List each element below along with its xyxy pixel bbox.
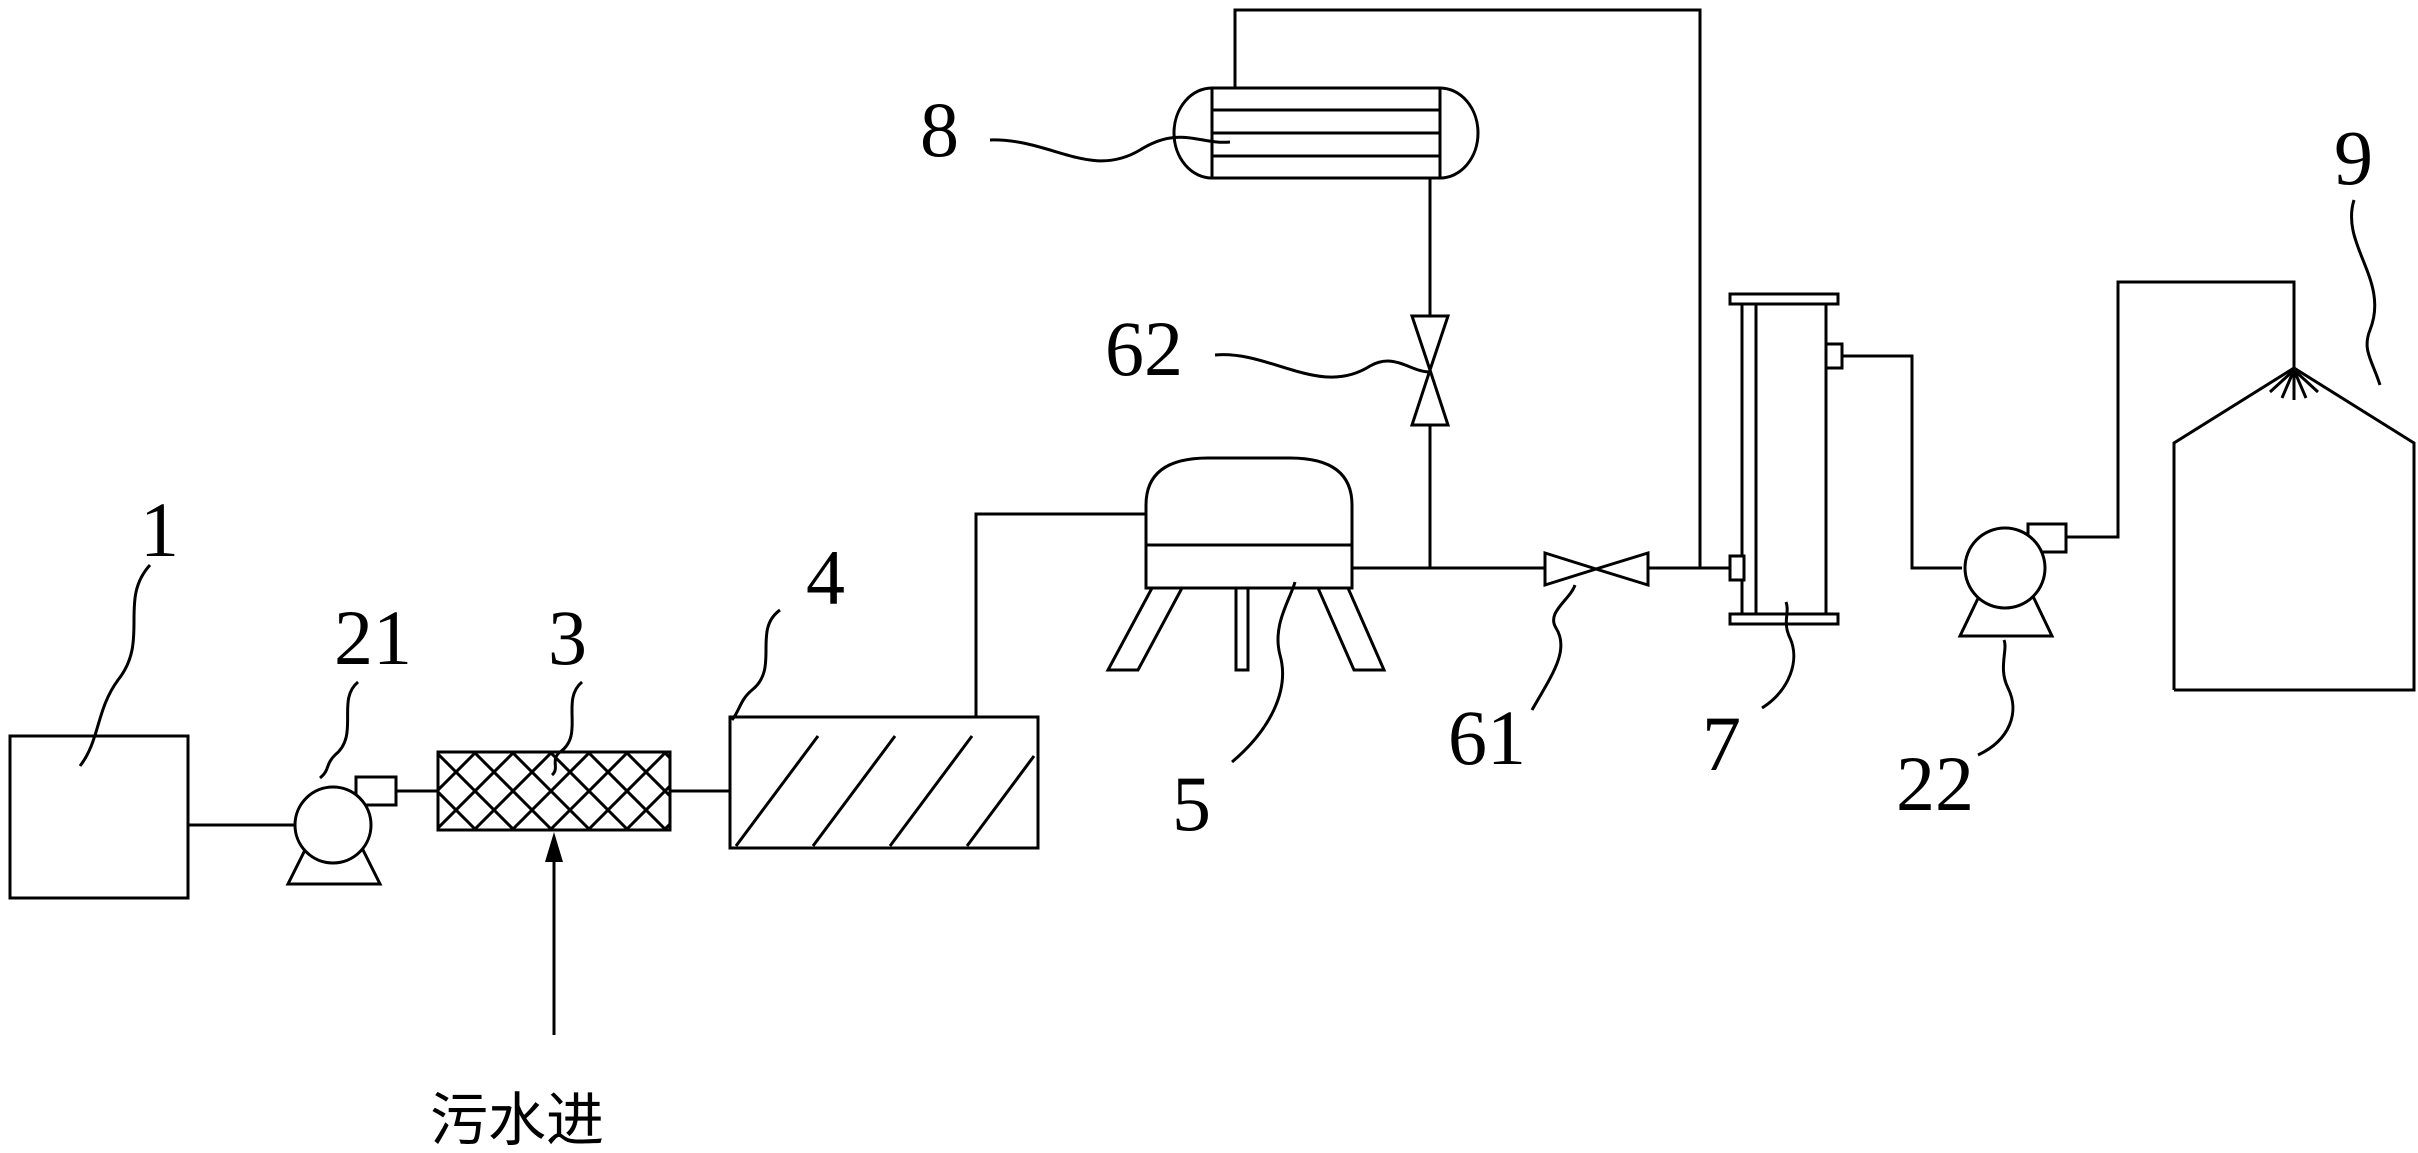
- mixer-hatch-line: [510, 752, 592, 830]
- mixer-hatch-line: [548, 752, 630, 830]
- mixer-hatch-line: [586, 752, 668, 830]
- sewage-inlet-caption: 污水进: [430, 1086, 604, 1153]
- spray-tower-9: [2172, 366, 2416, 692]
- tank-4: [728, 715, 1040, 850]
- mixer-hatch-line: [438, 789, 478, 830]
- pipes: [188, 8, 2296, 827]
- condenser-8: [1172, 86, 1480, 180]
- mixer-3: [436, 750, 672, 832]
- label-3: 3: [548, 594, 587, 681]
- valve-62: [1409, 314, 1451, 427]
- label-61: 61: [1448, 694, 1526, 781]
- leader-lines: [78, 135, 2382, 780]
- label-21: 21: [334, 594, 412, 681]
- label-5: 5: [1172, 760, 1211, 847]
- storage-tank-1: [8, 734, 190, 900]
- label-62: 62: [1105, 305, 1183, 392]
- valve-61: [1543, 550, 1650, 588]
- column-7: [1728, 292, 1844, 626]
- mixer-hatch-line: [624, 752, 670, 799]
- separator-5: [1105, 456, 1387, 672]
- mixer-hatch-line: [438, 752, 478, 793]
- label-22: 22: [1896, 740, 1974, 827]
- label-4: 4: [806, 534, 845, 621]
- label-7: 7: [1702, 700, 1741, 787]
- mixer-hatch-line: [438, 752, 516, 830]
- label-9: 9: [2334, 114, 2373, 201]
- label-1: 1: [140, 486, 179, 573]
- pump-22: [1957, 522, 2068, 638]
- pump-21: [285, 775, 398, 886]
- labels: 1 21 3 4 8 62 5 61 7 22 9 污水进: [140, 86, 2373, 1153]
- sewage-inlet-arrow: [545, 832, 563, 1035]
- mixer-hatch-line: [472, 752, 554, 830]
- label-8: 8: [920, 86, 959, 173]
